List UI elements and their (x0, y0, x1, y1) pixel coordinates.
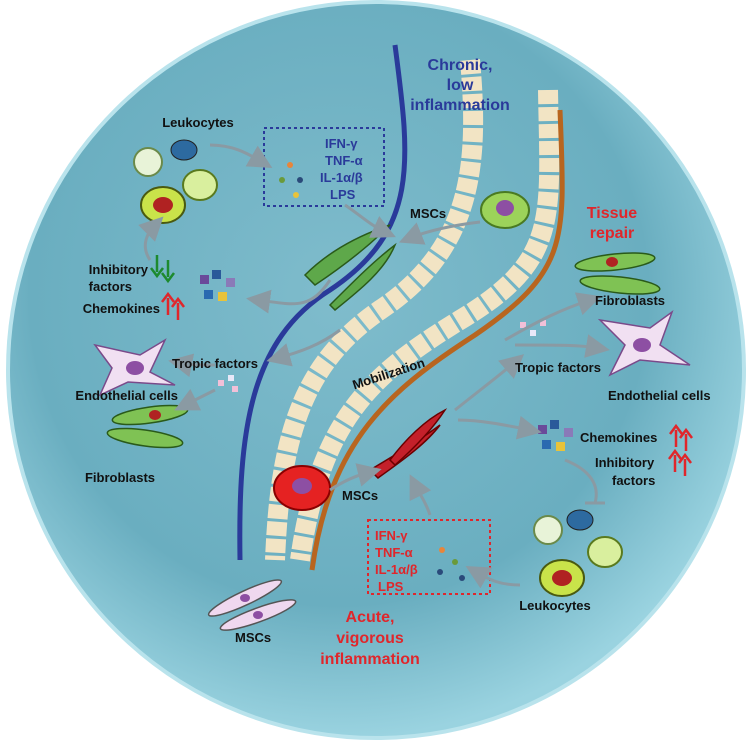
chronic-label-line2: low (447, 77, 474, 94)
chronic-vessel-endothelium (265, 59, 484, 561)
bottom-fibroblasts-cells (574, 252, 661, 295)
bottom-cytokine-3: IL-1α/β (375, 562, 418, 577)
top-endothelial-label: Endothelial cells (75, 388, 178, 403)
acute-label-line1: Acute, (346, 609, 395, 626)
top-inhibitory-line1: Inhibitory (89, 262, 149, 277)
resting-mscs-label: MSCs (235, 630, 271, 645)
bottom-inhibitory-line2: factors (612, 473, 655, 488)
bottom-mscs-label: MSCs (342, 488, 378, 503)
top-factors-squares (200, 270, 235, 301)
acute-vessel-wall (309, 109, 565, 571)
cytokine-dots-bottom (439, 547, 445, 553)
tissue-repair-line2: repair (590, 225, 634, 242)
bottom-cytokine-4: LPS (378, 579, 404, 594)
bottom-leukocytes-label: Leukocytes (519, 598, 591, 613)
top-regulation-arrows (150, 255, 185, 320)
bottom-cytokine-2: TNF-α (375, 545, 413, 560)
top-inhibitory-line2: factors (89, 279, 132, 294)
bottom-factors-squares (538, 420, 573, 451)
acute-label-line2: vigorous (336, 630, 404, 647)
cytokine-dots-top (287, 162, 293, 168)
acute-vessel-endothelium (290, 89, 560, 562)
top-chemokines-label: Chemokines (83, 301, 160, 316)
top-leukocytes-label: Leukocytes (162, 115, 234, 130)
bottom-inhibitory-line1: Inhibitory (595, 455, 655, 470)
top-cytokine-2: TNF-α (325, 153, 363, 168)
bottom-tropic-factors-label: Tropic factors (515, 360, 601, 375)
chronic-label-line3: inflammation (410, 97, 510, 114)
bottom-fibroblasts-label: Fibroblasts (595, 293, 665, 308)
top-fibroblasts-cells (106, 404, 189, 449)
bottom-leukocytes-cluster (533, 509, 623, 597)
top-tropic-factors-label: Tropic factors (172, 356, 258, 371)
chronic-label-line1: Chronic, (428, 57, 493, 74)
top-mscs-label: MSCs (410, 206, 446, 221)
bottom-cytokine-box (367, 519, 491, 595)
acute-label-line3: inflammation (320, 651, 420, 668)
chronic-vessel-wall (237, 44, 408, 561)
top-cytokine-3: IL-1α/β (320, 170, 363, 185)
bottom-endothelial-label: Endothelial cells (608, 388, 711, 403)
top-cytokine-1: IFN-γ (325, 136, 358, 151)
top-fibroblasts-label: Fibroblasts (85, 470, 155, 485)
top-cytokine-4: LPS (330, 187, 356, 202)
resting-mscs-cells (207, 579, 297, 631)
top-tropic-dots (218, 375, 238, 392)
msc-vessel-nucleus-bottom (292, 478, 312, 494)
bottom-tropic-dots (520, 320, 546, 336)
bottom-cytokine-1: IFN-γ (375, 528, 408, 543)
flow-arrows (138, 143, 610, 589)
bottom-regulation-arrows (668, 423, 693, 476)
tissue-repair-line1: Tissue (587, 205, 638, 222)
msc-vessel-nucleus-top (496, 200, 514, 216)
bottom-chemokines-label: Chemokines (580, 430, 657, 445)
